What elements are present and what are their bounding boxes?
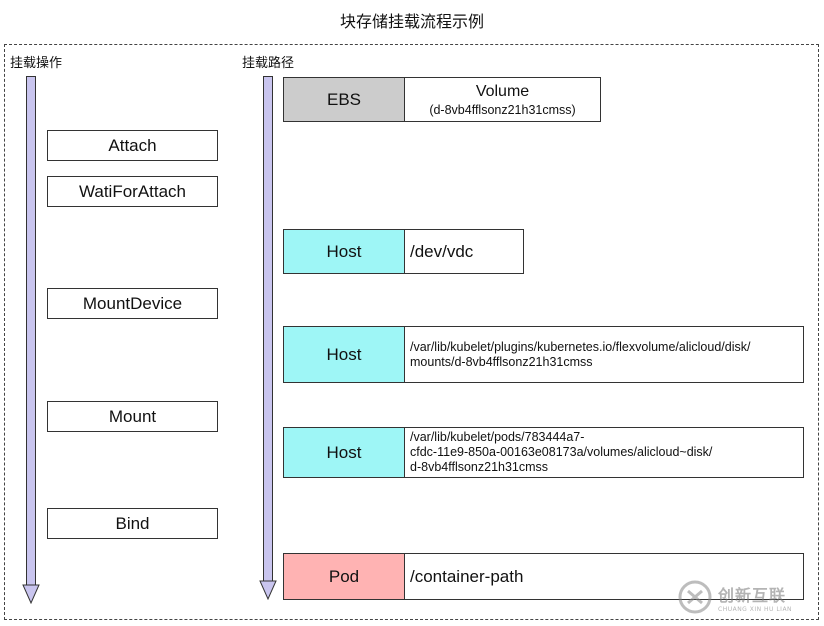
op-attach: Attach <box>47 130 218 161</box>
paths-flow-arrow <box>259 76 277 600</box>
path-ebs-volume: EBS Volume (d-8vb4fflsonz21h31cmss) <box>283 77 601 122</box>
brand-logo-icon <box>678 580 712 614</box>
path-host-device: Host /dev/vdc <box>283 229 524 274</box>
path-value: /dev/vdc <box>410 241 474 261</box>
paths-column-label: 挂载路径 <box>242 56 295 71</box>
path-value: /var/lib/kubelet/plugins/kubernetes.io/f… <box>410 339 751 369</box>
path-tag: Pod <box>284 554 405 599</box>
volume-title: Volume <box>475 82 530 100</box>
operations-flow-arrow <box>22 76 40 604</box>
op-mount: Mount <box>47 401 218 432</box>
path-host-pod-volume: Host /var/lib/kubelet/pods/783444a7- cfd… <box>283 427 804 478</box>
path-tag: Host <box>284 428 405 477</box>
watermark: 创新互联 CHUANG XIN HU LIAN <box>678 572 820 622</box>
volume-id: (d-8vb4fflsonz21h31cmss) <box>429 102 576 117</box>
diagram-frame <box>4 44 819 620</box>
op-mount-device: MountDevice <box>47 288 218 319</box>
diagram-title: 块存储挂载流程示例 <box>339 12 484 31</box>
watermark-text: 创新互联 <box>718 585 787 605</box>
arrow-head-icon <box>22 584 40 604</box>
path-host-global-mount: Host /var/lib/kubelet/plugins/kubernetes… <box>283 326 804 383</box>
path-tag: Host <box>284 327 405 382</box>
arrow-head-icon <box>259 580 277 600</box>
op-wait-for-attach: WatiForAttach <box>47 176 218 207</box>
path-tag: EBS <box>284 78 405 121</box>
path-tag: Host <box>284 230 405 273</box>
watermark-subtext: CHUANG XIN HU LIAN <box>718 605 793 613</box>
path-value: /container-path <box>410 566 524 586</box>
path-value: /var/lib/kubelet/pods/783444a7- cfdc-11e… <box>410 430 713 474</box>
operations-column-label: 挂载操作 <box>10 56 63 71</box>
path-pod-container: Pod /container-path <box>283 553 804 600</box>
op-bind: Bind <box>47 508 218 539</box>
